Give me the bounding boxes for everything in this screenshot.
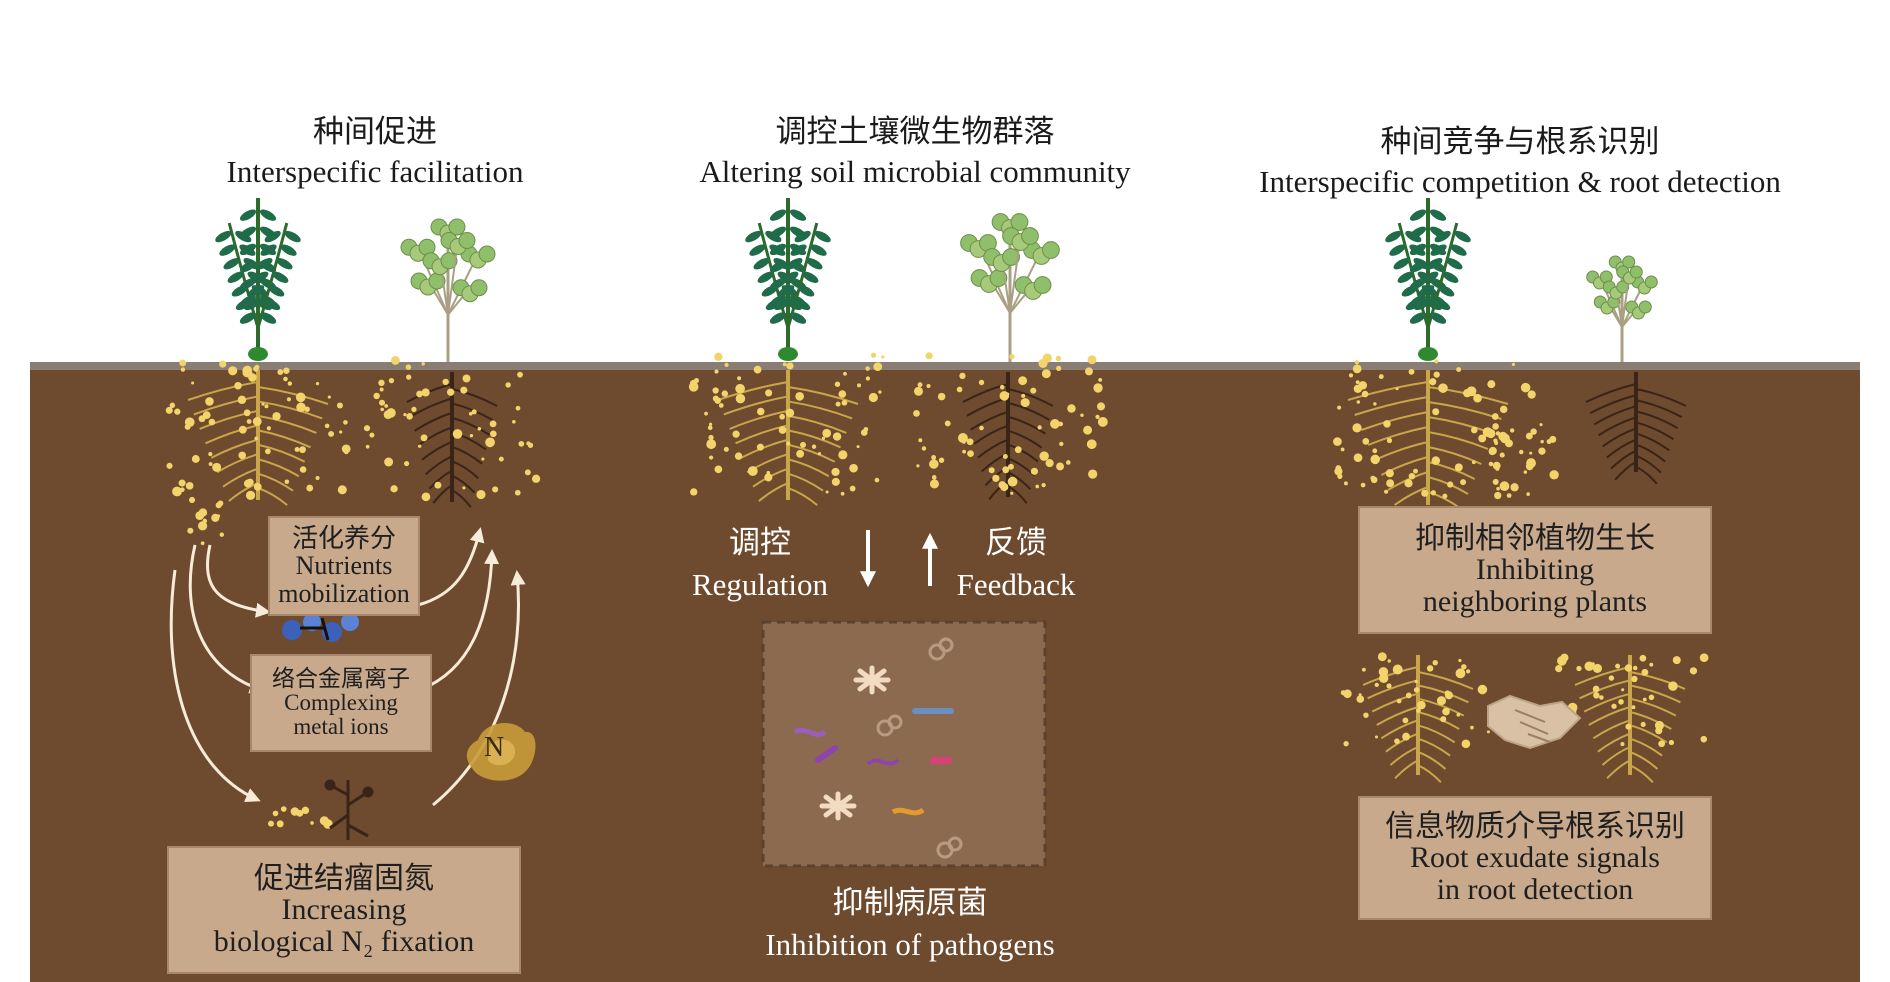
complexing-cn: 络合金属离子 [272,665,410,691]
legume-plant-middle [960,213,1060,362]
exudates-left-lower [187,496,225,546]
exudates-nodule [268,806,333,829]
regulation-feedback-arrows [860,530,938,588]
nitrogen-en1: Increasing [281,893,407,927]
title-microbial-en: Altering soil microbial community [699,154,1131,190]
cereal-plant-left [215,198,301,361]
nutrients-en1: Nutrients [295,551,393,581]
nitrogen-blob-icon [466,722,536,781]
inhibit-cn: 抑制相邻植物生长 [1415,521,1655,555]
pathogen-label: 抑制病原菌 Inhibition of pathogens [730,882,1090,966]
detection-cn: 信息物质介导根系识别 [1385,809,1685,843]
complexing-en2: metal ions [293,714,389,740]
panel-title-microbial: 调控土壤微生物群落 Altering soil microbial commun… [660,112,1170,193]
detection-en2: in root detection [1436,872,1634,906]
exudates-middle-cereal [688,352,885,496]
facilitation-arrows [169,527,526,807]
box-biological-n-fixation: 促进结瘤固氮 Increasing biological N₂ fixation [167,846,521,974]
nitrogen-label: N [484,732,505,763]
legume-plant-right-small [1586,255,1658,362]
title-competition-cn: 种间竞争与根系识别 [1380,124,1660,160]
roots-cereal-left [187,370,329,506]
box-root-exudate-signals: 信息物质介导根系识别 Root exudate signals in root … [1358,796,1712,920]
regulation-en: Regulation [691,566,829,602]
title-microbial-cn: 调控土壤微生物群落 [775,114,1055,150]
nitrogen-en2: biological N₂ fixation [213,924,475,958]
exudate-dots-group [165,352,1709,829]
regulation-cn: 调控 [729,525,791,560]
arrow-exudate-to-nutrients [206,544,271,618]
panel-title-facilitation: 种间促进 Interspecific facilitation [170,112,580,193]
inhibit-en1: Inhibiting [1475,553,1595,587]
microbe-icons [793,637,963,859]
cereal-plant-right [1385,198,1471,361]
exudates-detection-left [1340,652,1490,749]
plants-group [215,198,1658,362]
exudates-right-between [1482,427,1559,491]
molecule-icon [282,613,359,642]
title-facilitation-en: Interspecific facilitation [226,154,524,190]
box-nutrients-mobilization: 活化养分 Nutrients mobilization [268,516,420,616]
arrow-exudate-to-nodule [169,569,261,803]
soil-surface-line [30,362,1860,370]
title-competition-en: Interspecific competition & root detecti… [1259,164,1781,200]
pathogen-cn: 抑制病原菌 [832,885,988,920]
complexing-en1: Complexing [284,689,398,715]
nitrogen-cn: 促进结瘤固氮 [254,861,434,895]
panel-title-competition: 种间竞争与根系识别 Interspecific competition & ro… [1230,122,1810,203]
arrow-exudate-to-complexing [188,544,265,694]
box-complexing-metal-ions: 络合金属离子 Complexing metal ions [250,654,432,752]
regulation-label: 调控 Regulation [680,522,840,606]
arrow-complexing-to-legume [419,549,500,692]
exudates-middle-legume [913,352,1108,495]
nodule-root-icon [324,779,374,840]
exudates-left-legume [363,355,541,502]
feedback-cn: 反馈 [985,525,1047,560]
cereal-plant-middle [745,198,831,361]
exudates-left-cereal [165,359,351,500]
inhibit-en2: neighboring plants [1422,584,1648,618]
feedback-en: Feedback [956,566,1076,602]
feedback-label: 反馈 Feedback [946,522,1086,606]
arrow-nitrogen-to-legume [432,570,526,807]
pathogen-panel [761,620,1047,868]
arrow-nutrients-to-legume [417,527,485,607]
pathogen-en: Inhibition of pathogens [765,926,1055,962]
legume-plant-left [400,218,496,362]
roots-detection-right [1574,655,1686,784]
handshake-icon [1487,694,1582,750]
nutrients-en2: mobilization [278,578,410,608]
roots-legume-right [1585,372,1687,485]
nutrients-cn: 活化养分 [291,524,396,554]
exudates-right-cereal [1333,359,1546,500]
title-facilitation-cn: 种间促进 [313,114,437,150]
box-inhibiting-neighbors: 抑制相邻植物生长 Inhibiting neighboring plants [1358,506,1712,634]
detection-en1: Root exudate signals [1410,841,1660,875]
roots-group [187,370,1687,784]
roots-detection-left [1362,655,1474,784]
